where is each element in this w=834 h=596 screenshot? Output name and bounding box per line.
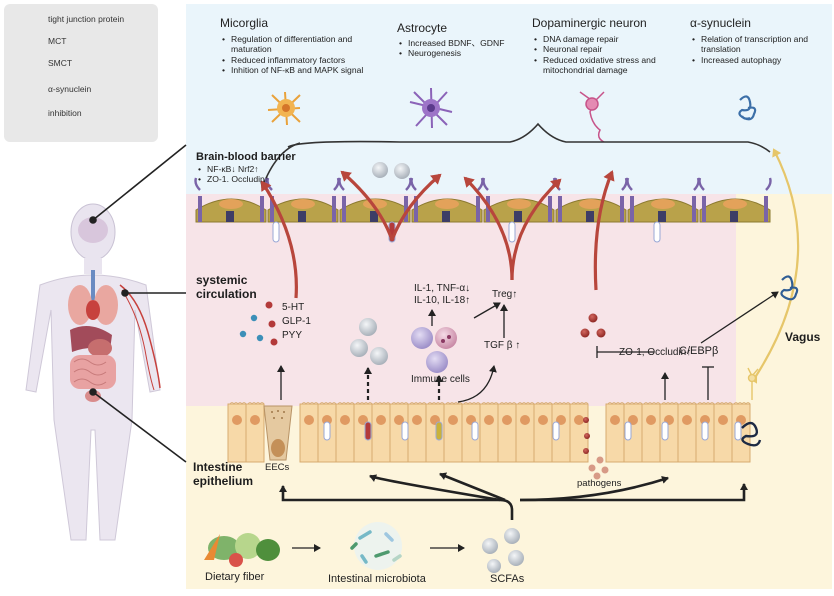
- bbb-tight-junction: [653, 221, 661, 243]
- gut-tight-junction: [552, 421, 560, 441]
- epithelial-cell: [299, 402, 319, 463]
- gut-tight-junction: [471, 421, 479, 441]
- dopaminergic-neuron-icon: [579, 91, 605, 143]
- scfas-icon: [482, 528, 524, 573]
- alpha-synuclein-blood-icon: [780, 275, 799, 301]
- alpha-synuclein-gut-icon: [741, 421, 762, 447]
- bbb-points: NF-κB↓ Nrf2↑ ZO-1. Occludin↑: [198, 164, 269, 185]
- intestinal-microbiota-icon: [350, 522, 402, 570]
- blood-scfa-ball: [359, 318, 377, 336]
- epithelial-cell: [335, 402, 355, 463]
- zo1-occludin-label: ZO-1, Occludin↑: [619, 347, 692, 358]
- intestinal-epithelium: [227, 402, 751, 463]
- epithelial-cell: [605, 402, 625, 463]
- gut-tight-junction: [401, 421, 409, 441]
- brain-region: [186, 4, 832, 194]
- cytokines-label: IL-1, TNF-α↓IL-10, IL-18↑: [414, 283, 471, 306]
- connector-lines: [89, 144, 187, 463]
- gut-tight-junction: [701, 421, 709, 441]
- microglia-icon: [267, 91, 301, 126]
- epithelial-cell: [515, 402, 535, 463]
- brain-scfa-ball: [372, 162, 388, 178]
- astrocyte-icon: [409, 87, 453, 129]
- brain-effects-bracket: [287, 122, 771, 153]
- scfas-label: SCFAs: [490, 573, 525, 585]
- dietary-fiber-icon: [204, 533, 280, 567]
- pathogen-dot: [588, 313, 598, 323]
- epithelial-cell: [371, 402, 391, 463]
- vagus-label: Vagus: [785, 330, 821, 344]
- immune-cells-icon: [411, 327, 457, 373]
- immune-cells-label: Immune cells: [411, 374, 470, 385]
- brain-scfa-ball: [394, 163, 410, 179]
- eecs-label: EECs: [265, 462, 290, 473]
- epithelial-cell: [713, 402, 733, 463]
- bbb-cell: [626, 177, 700, 223]
- legend-alpha-synuclein: α-synuclein: [48, 84, 92, 94]
- dopaminergic-points: DNA damage repair Neuronal repair Reduce…: [534, 34, 656, 76]
- epithelial-cell: [641, 402, 661, 463]
- epithelial-cell: [677, 402, 697, 463]
- legend-text: tight junction protein MCT SMCT α-synucl…: [4, 4, 158, 142]
- vagus-arrow: [748, 148, 800, 384]
- vagus-neuron-icon: [747, 367, 759, 400]
- gut-tight-junction: [435, 421, 443, 441]
- pathogen-dot: [596, 328, 606, 338]
- eec-cell-icon: [263, 405, 293, 461]
- bbb-cell: [194, 177, 268, 223]
- alpha-synuclein-brain-icon: [738, 95, 757, 121]
- epithelial-cell: [533, 402, 553, 463]
- dopaminergic-title: Dopaminergic neuron: [532, 16, 647, 30]
- epithelial-cell: [479, 402, 499, 463]
- gut-pathogens: [583, 417, 609, 480]
- microglia-title: Micorglia: [220, 16, 269, 30]
- epithelial-cell: [623, 402, 643, 463]
- epithelial-cell: [497, 402, 517, 463]
- bbb-crossing-arrows: [260, 170, 615, 299]
- alpha-synuclein-title: α-synuclein: [690, 16, 751, 30]
- legend-panel: [4, 4, 158, 142]
- alpha-synuclein-points: Relation of transcription and translatio…: [692, 34, 808, 66]
- pathway-arrows: [277, 291, 779, 552]
- epithelial-cell: [443, 402, 463, 463]
- cebpb-label: C/EBPβ: [679, 345, 719, 357]
- legend-inhibition: inhibition: [48, 108, 82, 118]
- legend-tight-junction: tight junction protein: [48, 14, 125, 24]
- blood-scfa-ball: [350, 339, 368, 357]
- legend-mct: MCT: [48, 36, 67, 46]
- blood-scfa-ball: [370, 347, 388, 365]
- gut-tight-junction: [323, 421, 331, 441]
- epithelial-cell: [407, 402, 427, 463]
- hormone-dots: [239, 301, 278, 346]
- bbb-title: Brain-blood barrier: [196, 151, 296, 163]
- bbb-cell: [410, 177, 484, 223]
- legend-smct: SMCT: [48, 58, 73, 68]
- epithelial-cell: [245, 402, 265, 463]
- dietary-fiber-label: Dietary fiber: [205, 571, 265, 583]
- epithelial-cell: [227, 402, 247, 463]
- bbb-tight-junction: [272, 221, 280, 243]
- epithelial-cell: [551, 402, 571, 463]
- treg-label: Treg↑: [492, 289, 518, 300]
- epithelial-cell: [389, 402, 409, 463]
- bbb-tight-junction: [508, 221, 516, 243]
- intestinal-microbiota-label: Intestinal microbiota: [328, 573, 426, 585]
- astrocyte-points: Increased BDNF、GDNF Neurogenesis: [399, 38, 504, 59]
- astrocyte-title: Astrocyte: [397, 21, 448, 35]
- pathogen-dot: [580, 328, 590, 338]
- microglia-points: Regulation of differentiation and matura…: [222, 34, 363, 76]
- tgf-beta-label: TGF β ↑: [484, 340, 521, 351]
- gut-tight-junction: [624, 421, 632, 441]
- bbb-cell: [554, 177, 628, 223]
- gut-tight-junction: [364, 421, 372, 441]
- human-body-icon: [25, 203, 161, 541]
- gut-tight-junction: [734, 421, 742, 441]
- pathogens-label: pathogens: [577, 478, 622, 489]
- gut-tight-junction: [661, 421, 669, 441]
